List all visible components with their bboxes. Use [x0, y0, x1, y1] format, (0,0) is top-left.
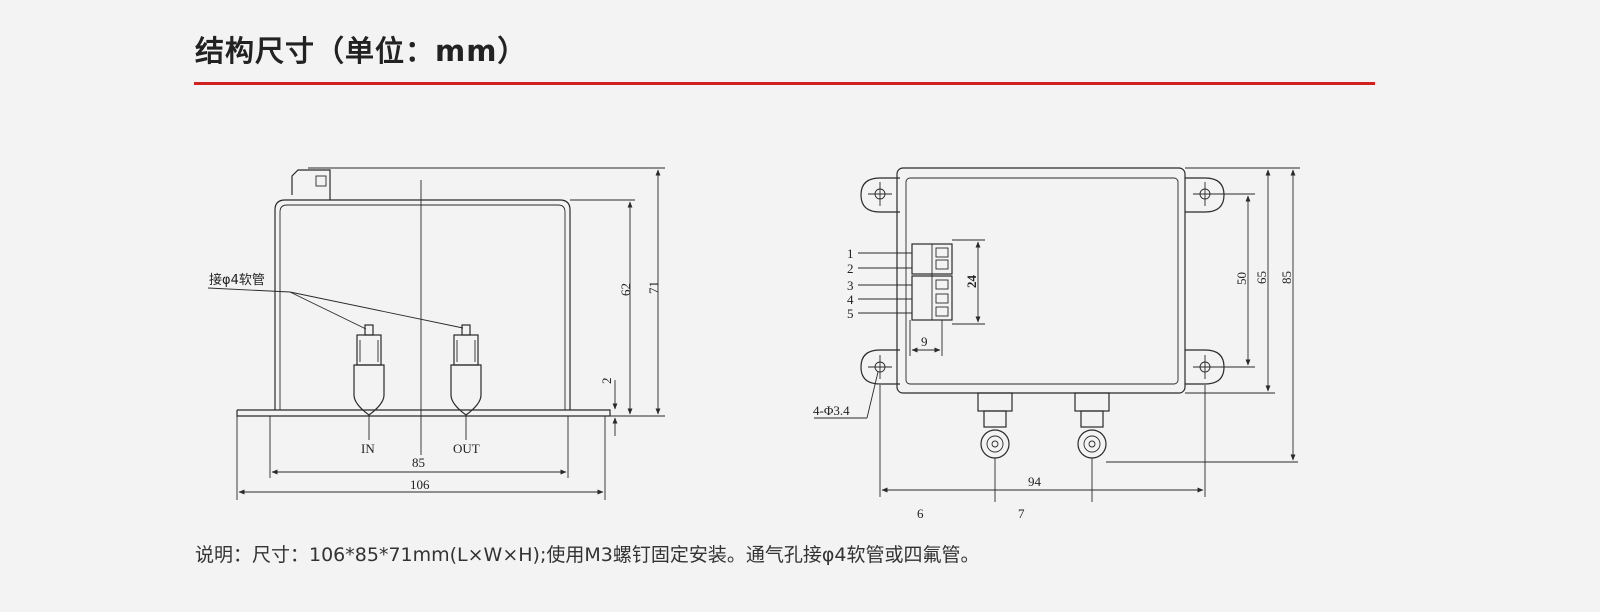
pin-4: 4: [847, 292, 854, 307]
front-view: 接φ4软管 IN OUT 85 106 62 71 2: [207, 167, 665, 500]
dim-62: 62: [618, 283, 633, 296]
dim-7: 7: [1018, 506, 1025, 521]
title-underline: [194, 82, 1375, 85]
dim-24: 24: [964, 275, 979, 289]
dim-65: 65: [1254, 271, 1269, 284]
hole-callout: 4-Φ3.4: [813, 403, 850, 418]
dim-50: 50: [1234, 272, 1249, 285]
pin-5: 5: [847, 306, 854, 321]
outlet-port-a: [977, 392, 1013, 459]
terminal-block: [911, 243, 953, 321]
dim-9: 9: [921, 334, 928, 349]
dim-71: 71: [646, 281, 661, 294]
pin-3: 3: [847, 278, 854, 293]
dim-2: 2: [599, 378, 614, 385]
port-out-fitting: [450, 324, 482, 416]
hose-callout: 接φ4软管: [209, 272, 265, 288]
dim-94: 94: [1028, 474, 1042, 489]
dim-85-right: 85: [1279, 271, 1294, 284]
dim-6: 6: [917, 506, 924, 521]
page-title: 结构尺寸（单位：mm）: [195, 34, 528, 68]
dim-106: 106: [410, 477, 430, 492]
outlet-port-b: [1074, 392, 1110, 459]
port-out-label: OUT: [453, 441, 480, 456]
pin-2: 2: [847, 261, 854, 276]
port-in-label: IN: [361, 441, 375, 456]
footer-note: 说明：尺寸：106*85*71mm(L×W×H);使用M3螺钉固定安装。通气孔接…: [195, 544, 980, 566]
pin-1: 1: [847, 246, 854, 261]
port-in-fitting: [353, 324, 385, 416]
dim-85: 85: [412, 455, 425, 470]
top-view: 1 2 3 4 5 24 9 4-Φ3.4: [813, 167, 1300, 521]
